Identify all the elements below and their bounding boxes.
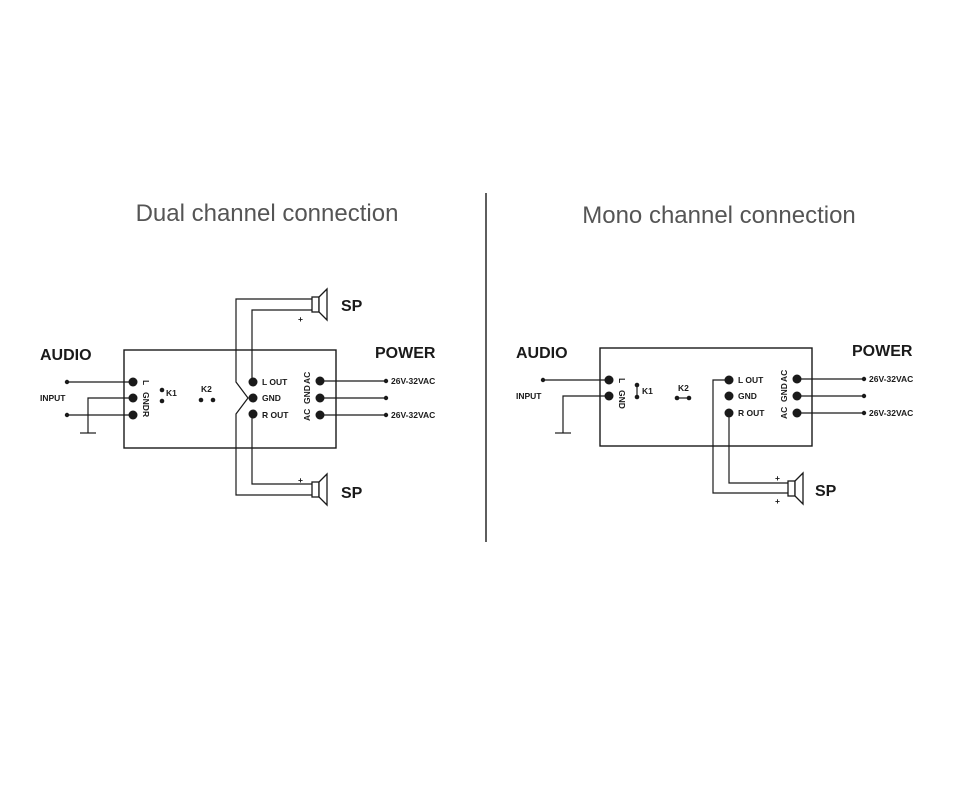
- dual-audio-label: AUDIO: [40, 347, 92, 364]
- mono-ac-bottom-label: AC: [779, 407, 789, 419]
- dual-bottom-speaker-plus: +: [298, 475, 303, 485]
- mono-speaker-plus-a: +: [775, 473, 780, 483]
- dual-terminal-in-r: [128, 410, 138, 420]
- dual-input-label: INPUT: [40, 393, 66, 403]
- dual-amplifier-board: [123, 349, 337, 449]
- mono-ac-top-label: AC: [779, 370, 789, 382]
- dual-terminal-in-gnd: [128, 393, 138, 403]
- mono-ac-gnd-label: GND: [779, 383, 789, 402]
- mono-speaker-wire-outer: [712, 379, 788, 494]
- mono-l-out-label: L OUT: [738, 375, 764, 385]
- dual-ac-bottom-label: AC: [302, 409, 312, 421]
- dual-power-dot-bottom: [383, 412, 389, 418]
- mono-k1-label: K1: [642, 386, 653, 396]
- mono-power-dot-top: [861, 376, 867, 382]
- dual-k1-pin-a: [159, 387, 165, 393]
- dual-bottom-speaker-label: SP: [341, 485, 363, 502]
- dual-power-dot-gnd: [383, 395, 389, 401]
- mono-terminal-l-out: [724, 375, 734, 385]
- mono-input-label: INPUT: [516, 391, 542, 401]
- mono-terminal-out-gnd: [724, 391, 734, 401]
- dual-channel-diagram: Dual channel connection AUDIO INPUT POWE…: [40, 200, 436, 507]
- mono-terminal-r-out: [724, 408, 734, 418]
- mono-speaker-label: SP: [815, 483, 837, 500]
- dual-terminal-l-out: [248, 377, 258, 387]
- mono-audio-label: AUDIO: [516, 345, 568, 362]
- dual-top-speaker-icon: [311, 287, 328, 322]
- dual-top-speaker-wire: [251, 309, 312, 382]
- mono-power-label: POWER: [852, 343, 913, 360]
- dual-out-gnd-label: GND: [262, 393, 281, 403]
- mono-input-gnd-wire: [562, 395, 609, 433]
- dual-input-l-dot: [64, 379, 70, 385]
- mono-r-out-label: R OUT: [738, 408, 765, 418]
- mono-power-dot-gnd: [861, 393, 867, 399]
- mono-in-l-label: L: [617, 378, 627, 383]
- dual-input-gnd-wire: [87, 397, 133, 433]
- mono-channel-diagram: Mono channel connection AUDIO INPUT POWE…: [516, 202, 913, 506]
- dual-vac-bottom-label: 26V-32VAC: [391, 410, 435, 420]
- dual-in-r-label: R: [141, 411, 151, 417]
- dual-input-r-dot: [64, 412, 70, 418]
- mono-power-dot-bottom: [861, 410, 867, 416]
- mono-input-l-dot: [540, 377, 546, 383]
- dual-bottom-speaker-icon: [311, 472, 328, 507]
- dual-terminal-r-out: [248, 409, 258, 419]
- dual-top-speaker-plus: +: [298, 314, 303, 324]
- dual-l-out-label: L OUT: [262, 377, 288, 387]
- dual-power-label: POWER: [375, 345, 436, 362]
- mono-speaker-wire-inner: [728, 413, 788, 484]
- dual-in-gnd-label: GND: [141, 392, 151, 411]
- mono-in-gnd-label: GND: [617, 390, 627, 409]
- dual-top-speaker-label: SP: [341, 298, 363, 315]
- mono-out-gnd-label: GND: [738, 391, 757, 401]
- dual-k1-pin-b: [159, 398, 165, 404]
- dual-terminal-in-l: [128, 377, 138, 387]
- dual-r-out-label: R OUT: [262, 410, 289, 420]
- dual-speaker-wire-outer: [235, 298, 312, 496]
- dual-bottom-speaker-wire: [251, 414, 312, 485]
- mono-title: Mono channel connection: [582, 202, 856, 229]
- dual-power-dot-top: [383, 378, 389, 384]
- dual-ac-top-label: AC: [302, 372, 312, 384]
- dual-k2-label: K2: [201, 384, 212, 394]
- mono-vac-top-label: 26V-32VAC: [869, 374, 913, 384]
- dual-ac-gnd-label: GND: [302, 385, 312, 404]
- dual-k1-label: K1: [166, 388, 177, 398]
- dual-title: Dual channel connection: [136, 200, 399, 227]
- mono-terminal-in-l: [604, 375, 614, 385]
- mono-terminal-in-gnd: [604, 391, 614, 401]
- mono-speaker-plus-b: +: [775, 496, 780, 506]
- mono-amplifier-board: [599, 347, 813, 447]
- dual-k2-pin-a: [198, 397, 204, 403]
- dual-in-l-label: L: [141, 380, 151, 385]
- mono-speaker-icon: [787, 471, 804, 506]
- dual-vac-top-label: 26V-32VAC: [391, 376, 435, 386]
- mono-vac-bottom-label: 26V-32VAC: [869, 408, 913, 418]
- dual-k2-pin-b: [210, 397, 216, 403]
- dual-terminal-out-gnd: [248, 393, 258, 403]
- mono-k2-label: K2: [678, 383, 689, 393]
